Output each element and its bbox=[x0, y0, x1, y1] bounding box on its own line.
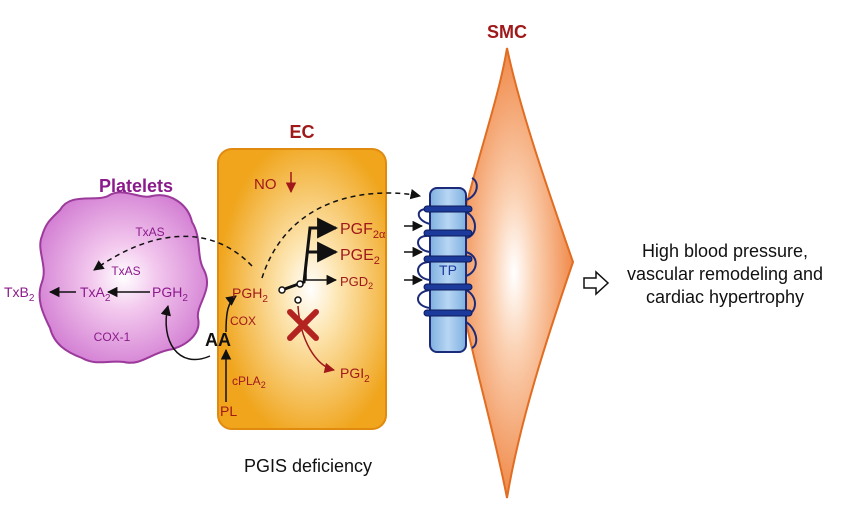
smc-label: SMC bbox=[487, 22, 527, 42]
outcome-line: High blood pressure, bbox=[641, 241, 809, 261]
pl-label: PL bbox=[220, 403, 237, 419]
txb2-label: TxB2 bbox=[4, 284, 35, 304]
dashed-arrow-to-platelet bbox=[93, 235, 253, 271]
tp-label: TP bbox=[439, 262, 457, 278]
blocked-x-mark bbox=[287, 309, 319, 341]
caption: PGIS deficiency bbox=[243, 456, 373, 476]
pgd2-label: PGD2 bbox=[340, 274, 373, 291]
branch-to-pgd2 bbox=[305, 268, 338, 286]
outcome-arrow-icon bbox=[583, 270, 610, 296]
pgi2-label: PGI2 bbox=[340, 365, 370, 385]
branch-node bbox=[296, 280, 304, 288]
arrow-aa-to-pgh2-ec bbox=[225, 295, 237, 333]
ec-cell bbox=[217, 148, 387, 430]
cox-label: COX bbox=[230, 314, 256, 328]
pgf2a-label: PGF2α bbox=[340, 221, 386, 241]
txa2-label: TxA2 bbox=[80, 284, 111, 304]
ec-label: EC bbox=[289, 122, 314, 142]
outcome-text: High blood pressure, vascular remodeling… bbox=[612, 240, 838, 309]
pgh2-platelet-label: PGH2 bbox=[152, 284, 188, 304]
arrow-to-pgi2 bbox=[297, 305, 336, 374]
outcome-line: vascular remodeling and bbox=[626, 264, 824, 284]
platelets-label: Platelets bbox=[99, 176, 173, 196]
outcome-line: cardiac hypertrophy bbox=[645, 287, 805, 307]
arrow-aa-to-pgh2 bbox=[160, 304, 211, 361]
dashed-arrow-to-tp bbox=[261, 189, 422, 279]
aa-label: AA bbox=[205, 330, 231, 350]
txas-top-label: TxAS bbox=[135, 225, 164, 239]
pgh2-ec-label: PGH2 bbox=[232, 285, 268, 305]
branch-node bbox=[278, 286, 286, 294]
no-label: NO bbox=[254, 176, 277, 193]
branch-node bbox=[294, 296, 302, 304]
pge2-label: PGE2 bbox=[340, 247, 380, 267]
tp-receptor-helices bbox=[423, 205, 473, 317]
txas-mid-label: TxAS bbox=[111, 264, 140, 278]
cox1-label: COX-1 bbox=[94, 330, 131, 344]
cpla2-label: cPLA2 bbox=[232, 374, 266, 390]
pgh2-branch bbox=[281, 217, 339, 292]
platelet-cell bbox=[38, 191, 208, 364]
